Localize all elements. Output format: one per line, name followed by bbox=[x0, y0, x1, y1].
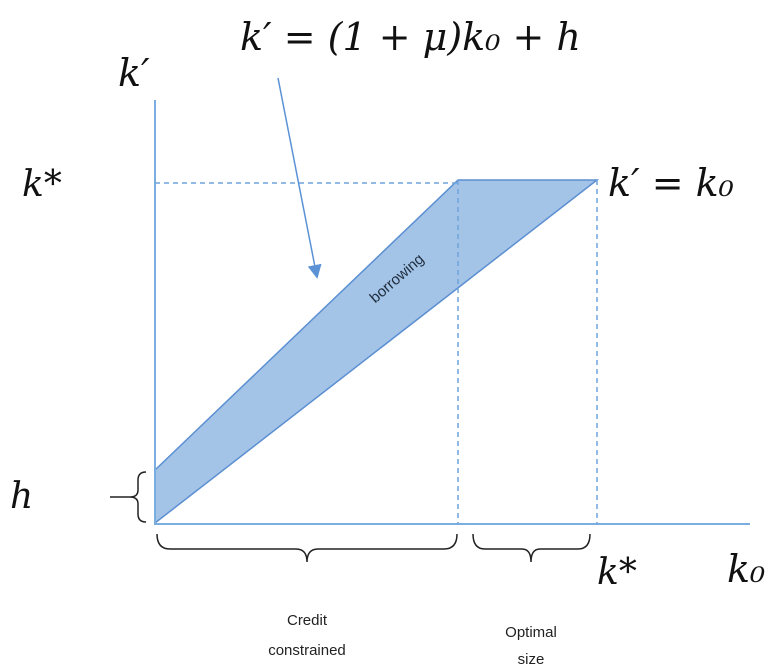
top-equation: k′ = (1 + μ)k₀ + h bbox=[240, 15, 581, 59]
identity-equation: k′ = k₀ bbox=[608, 161, 734, 205]
y-axis-label: k′ bbox=[118, 51, 150, 95]
optimal-size-caption-2: size bbox=[518, 651, 545, 668]
credit-constrained-brace bbox=[156, 533, 458, 563]
borrowing-region bbox=[154, 179, 600, 525]
equation-pointer-arrow bbox=[277, 77, 322, 279]
y-tick-kstar: k* bbox=[22, 164, 62, 205]
optimal-size-brace bbox=[472, 533, 591, 563]
h-brace bbox=[129, 471, 147, 523]
optimal-size-caption-1: Optimal bbox=[505, 624, 557, 641]
x-axis-label: k₀ bbox=[727, 547, 765, 591]
credit-constrained-caption-1: Credit bbox=[287, 612, 328, 629]
y-tick-h: h bbox=[10, 476, 33, 517]
credit-constrained-caption-2: constrained bbox=[268, 642, 346, 659]
x-tick-kstar: k* bbox=[597, 552, 637, 593]
